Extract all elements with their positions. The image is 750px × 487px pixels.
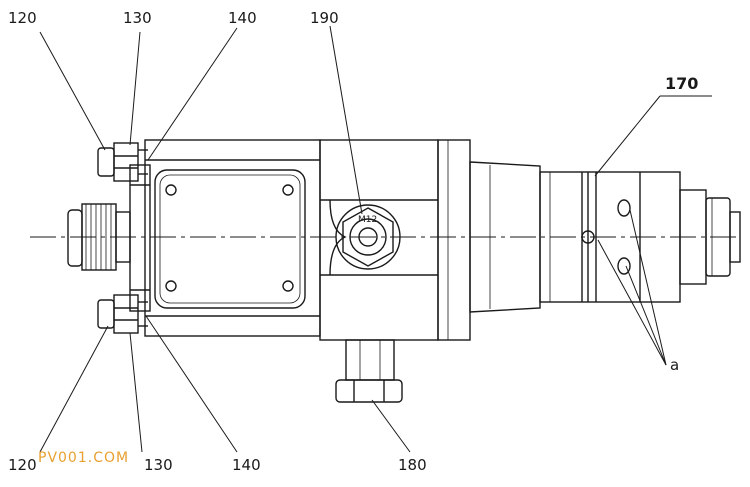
ref-130-top: 130 xyxy=(123,9,152,27)
end-flange xyxy=(129,164,151,312)
ref-120-bottom: 120 xyxy=(8,456,37,474)
ref-170: 170 xyxy=(665,74,699,93)
ref-140-top: 140 xyxy=(228,9,257,27)
ref-120-top: 120 xyxy=(8,9,37,27)
watermark: PV001.COM xyxy=(38,450,130,466)
end-cap xyxy=(679,189,741,285)
middle-housing xyxy=(319,139,439,341)
right-barrel xyxy=(469,161,541,313)
ref-140-bottom: 140 xyxy=(232,456,261,474)
second-flange xyxy=(437,139,471,341)
ref-190: 190 xyxy=(310,9,339,27)
main-body xyxy=(144,139,321,337)
ref-a: a xyxy=(670,356,680,374)
ref-130-bottom: 130 xyxy=(144,456,173,474)
grooved-sleeve xyxy=(539,171,681,303)
ref-180: 180 xyxy=(398,456,427,474)
bottom-fitting-180 xyxy=(335,339,403,403)
hex-nut-190 xyxy=(335,204,401,270)
nut-mark: M12 xyxy=(358,215,377,225)
leader-lines xyxy=(39,25,712,453)
bolt-top-left xyxy=(97,142,148,182)
bolt-bottom-left xyxy=(97,294,148,334)
